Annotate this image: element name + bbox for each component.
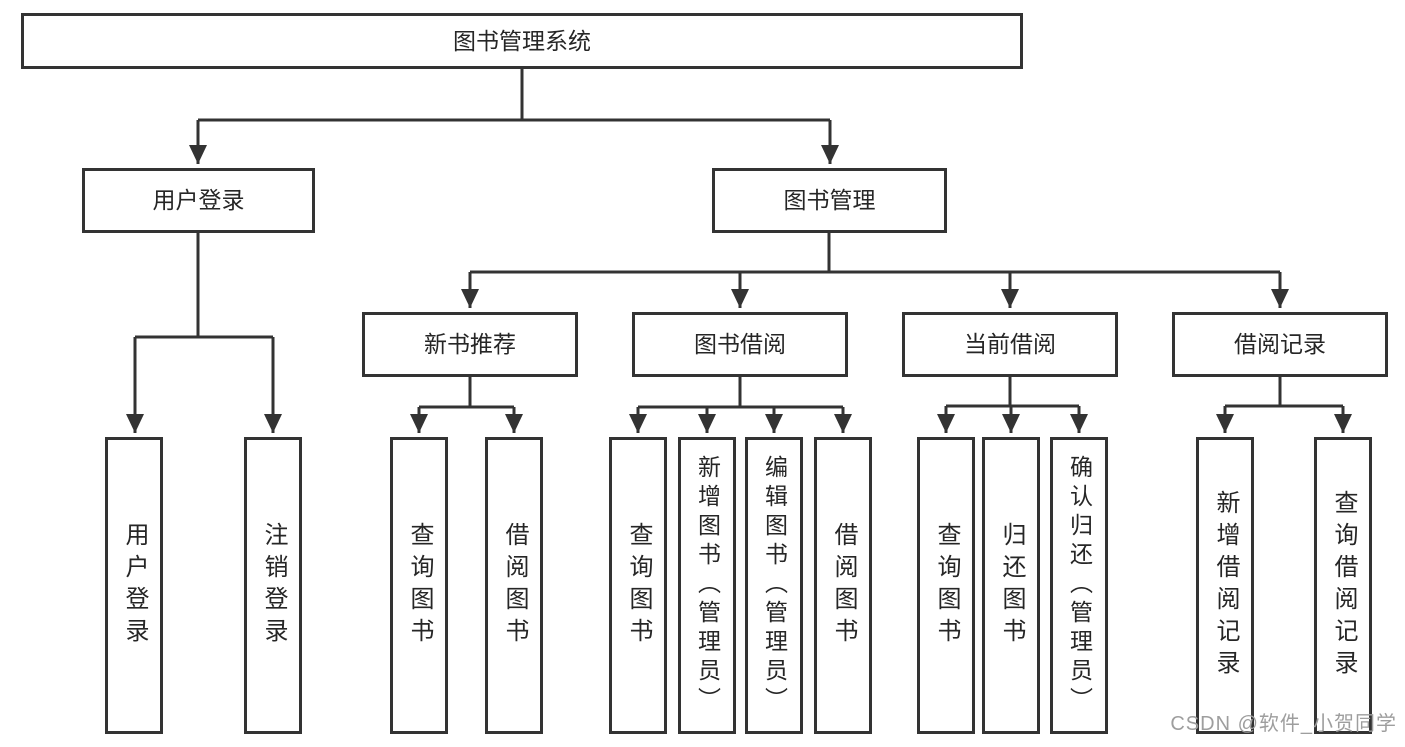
node-leaf-bb-query-book: 查询图书 xyxy=(609,437,667,734)
node-root: 图书管理系统 xyxy=(21,13,1023,69)
node-leaf-logout: 注销登录 xyxy=(244,437,302,734)
node-user-login: 用户登录 xyxy=(82,168,315,233)
csdn-watermark: CSDN @软件_小贺同学 xyxy=(1170,713,1397,735)
node-leaf-cb-confirm-return: 确认归还（管理员） xyxy=(1050,437,1108,734)
connector-current-borrow-children xyxy=(937,377,1088,433)
node-leaf-bb-edit-book: 编辑图书（管理员） xyxy=(745,437,803,734)
node-leaf-user-login: 用户登录 xyxy=(105,437,163,734)
node-leaf-cb-query-book: 查询图书 xyxy=(917,437,975,734)
node-leaf-nbr-borrow-book: 借阅图书 xyxy=(485,437,543,734)
connector-borrow-records-children xyxy=(1216,377,1352,433)
node-leaf-br-add-record: 新增借阅记录 xyxy=(1196,437,1254,734)
connector-new-book-rec-children xyxy=(410,377,523,433)
node-leaf-nbr-query-book: 查询图书 xyxy=(390,437,448,734)
node-book-borrow: 图书借阅 xyxy=(632,312,848,377)
connector-user-login-children xyxy=(126,233,282,433)
node-new-book-rec: 新书推荐 xyxy=(362,312,578,377)
node-leaf-bb-borrow-book: 借阅图书 xyxy=(814,437,872,734)
connector-book-borrow-children xyxy=(629,377,852,433)
connector-book-management-children xyxy=(461,233,1289,308)
node-borrow-records: 借阅记录 xyxy=(1172,312,1388,377)
node-current-borrow: 当前借阅 xyxy=(902,312,1118,377)
node-book-management: 图书管理 xyxy=(712,168,947,233)
node-leaf-br-query-record: 查询借阅记录 xyxy=(1314,437,1372,734)
connector-root-to-level2 xyxy=(189,69,839,164)
node-leaf-bb-add-book: 新增图书（管理员） xyxy=(678,437,736,734)
node-leaf-cb-return-book: 归还图书 xyxy=(982,437,1040,734)
